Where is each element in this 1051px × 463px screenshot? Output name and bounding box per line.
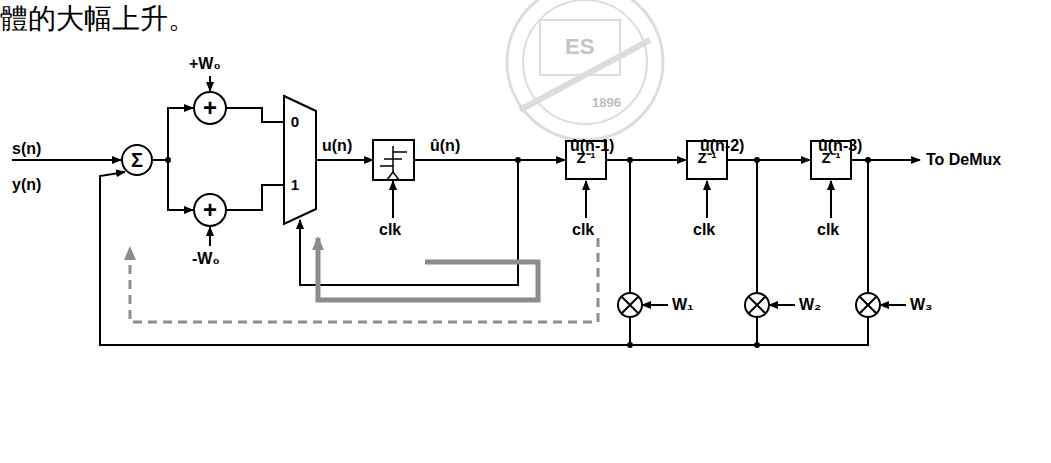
tap-wire <box>756 160 758 293</box>
signal-name: s(n) <box>12 140 41 158</box>
summing-node: Σ <box>121 144 153 176</box>
signal-wire <box>414 159 565 161</box>
signal-name: y(n) <box>12 176 41 194</box>
node-symbol: Σ <box>131 150 143 170</box>
signal-name: û(n-3) <box>818 137 862 155</box>
tap-wire <box>867 160 869 293</box>
output-name: To DeMux <box>926 151 1001 169</box>
weight-name: W₃ <box>910 296 933 314</box>
signal-name: û(n-2) <box>700 137 744 155</box>
signal-wire <box>317 159 373 161</box>
mux-input-number: 0 <box>283 112 307 132</box>
adder-node: + <box>193 193 227 227</box>
input-wire <box>12 159 121 161</box>
clock-name: clk <box>693 221 715 239</box>
weight-name: W₁ <box>672 296 694 314</box>
signal-wire <box>607 159 686 161</box>
weight-wire <box>880 304 906 306</box>
clock-name: clk <box>817 221 839 239</box>
weight-wire <box>209 76 211 91</box>
mux-outline <box>283 95 317 225</box>
clock-name: clk <box>379 221 401 239</box>
loop-annotation <box>130 238 598 322</box>
clock-wire <box>706 181 708 218</box>
tap-wire <box>629 160 631 293</box>
multiplier-symbol <box>618 293 880 317</box>
signal-wire <box>728 159 810 161</box>
node-symbol: + <box>203 96 217 120</box>
clock-name: clk <box>572 221 594 239</box>
junction-dots <box>165 157 871 348</box>
mux-input-number: 1 <box>283 175 307 195</box>
weight-name: W₂ <box>799 296 821 314</box>
watermark-seal <box>507 0 663 140</box>
loop-annotation <box>318 238 538 300</box>
document-text: 體的大幅上升。 <box>0 4 196 35</box>
adder-node: + <box>193 91 227 125</box>
signal-name: u(n) <box>322 137 352 155</box>
clock-wire <box>392 181 394 218</box>
signal-wire <box>153 108 193 160</box>
clock-wire <box>830 181 832 218</box>
feedback-wire <box>100 172 868 345</box>
signal-wire <box>852 159 920 161</box>
weight-wire <box>209 227 211 246</box>
signal-name: û(n) <box>430 137 460 155</box>
weight-name: +W₀ <box>189 55 221 73</box>
weight-wire <box>769 304 795 306</box>
signal-name: û(n-1) <box>570 137 614 155</box>
watermark-text: ES <box>565 35 594 59</box>
weight-wire <box>642 304 668 306</box>
slicer-symbol <box>373 140 414 180</box>
signal-wire <box>227 108 283 122</box>
node-symbol: + <box>203 198 217 222</box>
clock-wire <box>585 181 587 218</box>
signal-wire <box>153 160 193 210</box>
multiplexer: 01 <box>283 95 317 225</box>
signal-wire <box>227 185 283 210</box>
weight-name: -W₀ <box>192 250 220 268</box>
watermark-text: 1896 <box>592 96 621 110</box>
